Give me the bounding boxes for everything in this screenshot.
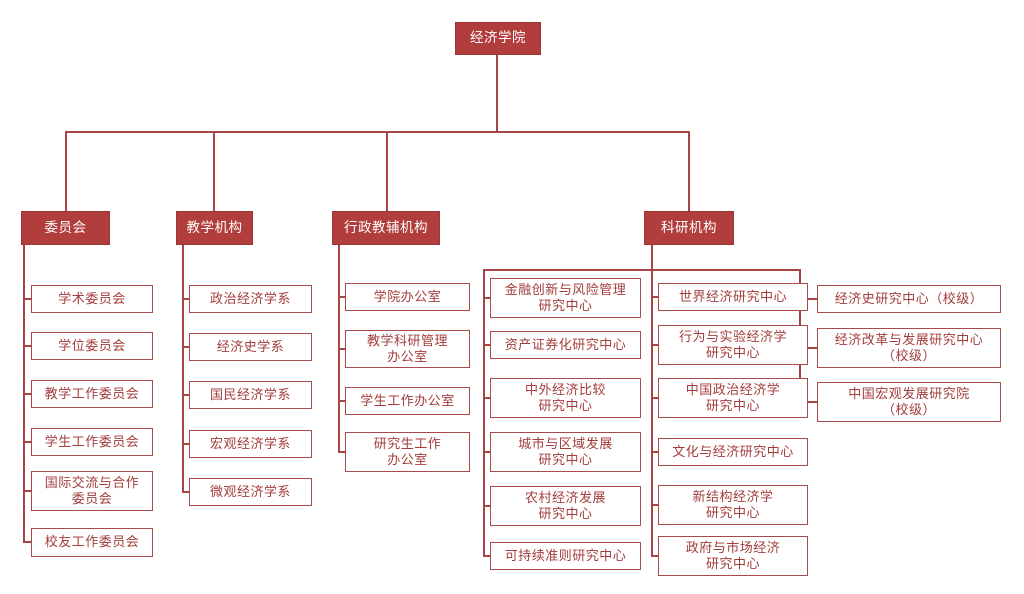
connector-drop-teaching [213,131,215,211]
org-node: 农村经济发展 研究中心 [490,486,641,526]
connector-stub [338,296,345,298]
connector-drop-committees [65,131,67,211]
connector-spine-teaching [182,245,184,493]
connector-research-stem [651,245,653,270]
connector-stub [651,451,658,453]
org-node: 宏观经济学系 [189,430,312,458]
connector-stub [483,397,490,399]
connector-stub [338,451,345,453]
connector-stub [23,345,31,347]
org-node: 可持续准则研究中心 [490,542,641,570]
connector-stub [182,346,189,348]
org-node: 经济改革与发展研究中心 （校级） [817,328,1001,368]
connector-stub [483,451,490,453]
connector-stub [182,443,189,445]
node-root: 经济学院 [455,22,541,55]
connector-stub [651,344,658,346]
connector-stub [182,491,189,493]
connector-stub [23,490,31,492]
connector-research-horizontal [483,269,800,271]
org-node: 政治经济学系 [189,285,312,313]
connector-spine-research-col2 [651,269,653,557]
connector-stub [483,297,490,299]
connector-stub [23,298,31,300]
connector-stub [23,393,31,395]
connector-spine-research-col1 [483,269,485,557]
org-node: 国民经济学系 [189,381,312,409]
org-node: 世界经济研究中心 [658,283,808,311]
org-node: 中国政治经济学 研究中心 [658,378,808,418]
org-node: 学术委员会 [31,285,153,313]
org-node: 文化与经济研究中心 [658,438,808,466]
org-node: 教学科研管理 办公室 [345,330,470,368]
connector-stub [23,441,31,443]
connector-stub [182,298,189,300]
connector-stub [483,344,490,346]
org-node: 国际交流与合作 委员会 [31,471,153,511]
node-branch-admin: 行政教辅机构 [332,211,440,245]
org-node: 城市与区域发展 研究中心 [490,432,641,472]
connector-stub [651,397,658,399]
connector-stub [338,348,345,350]
connector-root-stem [496,55,498,132]
org-node: 资产证券化研究中心 [490,331,641,359]
org-node: 中外经济比较 研究中心 [490,378,641,418]
org-node: 经济史学系 [189,333,312,361]
org-node: 金融创新与风险管理 研究中心 [490,278,641,318]
node-branch-research: 科研机构 [644,211,734,245]
connector-stub [651,555,658,557]
connector-stub [799,347,817,349]
connector-stub [23,541,31,543]
connector-stub [338,400,345,402]
connector-stub [799,298,817,300]
connector-drop-admin [386,131,388,211]
node-branch-teaching: 教学机构 [176,211,253,245]
org-node: 经济史研究中心（校级） [817,285,1001,313]
connector-stub [483,555,490,557]
connector-stub [799,401,817,403]
connector-stub [483,505,490,507]
org-node: 新结构经济学 研究中心 [658,485,808,525]
org-node: 行为与实验经济学 研究中心 [658,325,808,365]
org-node: 微观经济学系 [189,478,312,506]
node-branch-committees: 委员会 [21,211,110,245]
org-node: 学院办公室 [345,283,470,311]
org-node: 学生工作委员会 [31,428,153,456]
org-node: 政府与市场经济 研究中心 [658,536,808,576]
org-node: 学生工作办公室 [345,387,470,415]
connector-stub [182,394,189,396]
org-node: 学位委员会 [31,332,153,360]
org-node: 教学工作委员会 [31,380,153,408]
org-node: 中国宏观发展研究院 （校级） [817,382,1001,422]
org-node: 校友工作委员会 [31,528,153,557]
connector-stub [651,296,658,298]
connector-main-horizontal [65,131,689,133]
org-node: 研究生工作 办公室 [345,432,470,472]
connector-drop-research [688,131,690,211]
connector-stub [651,504,658,506]
